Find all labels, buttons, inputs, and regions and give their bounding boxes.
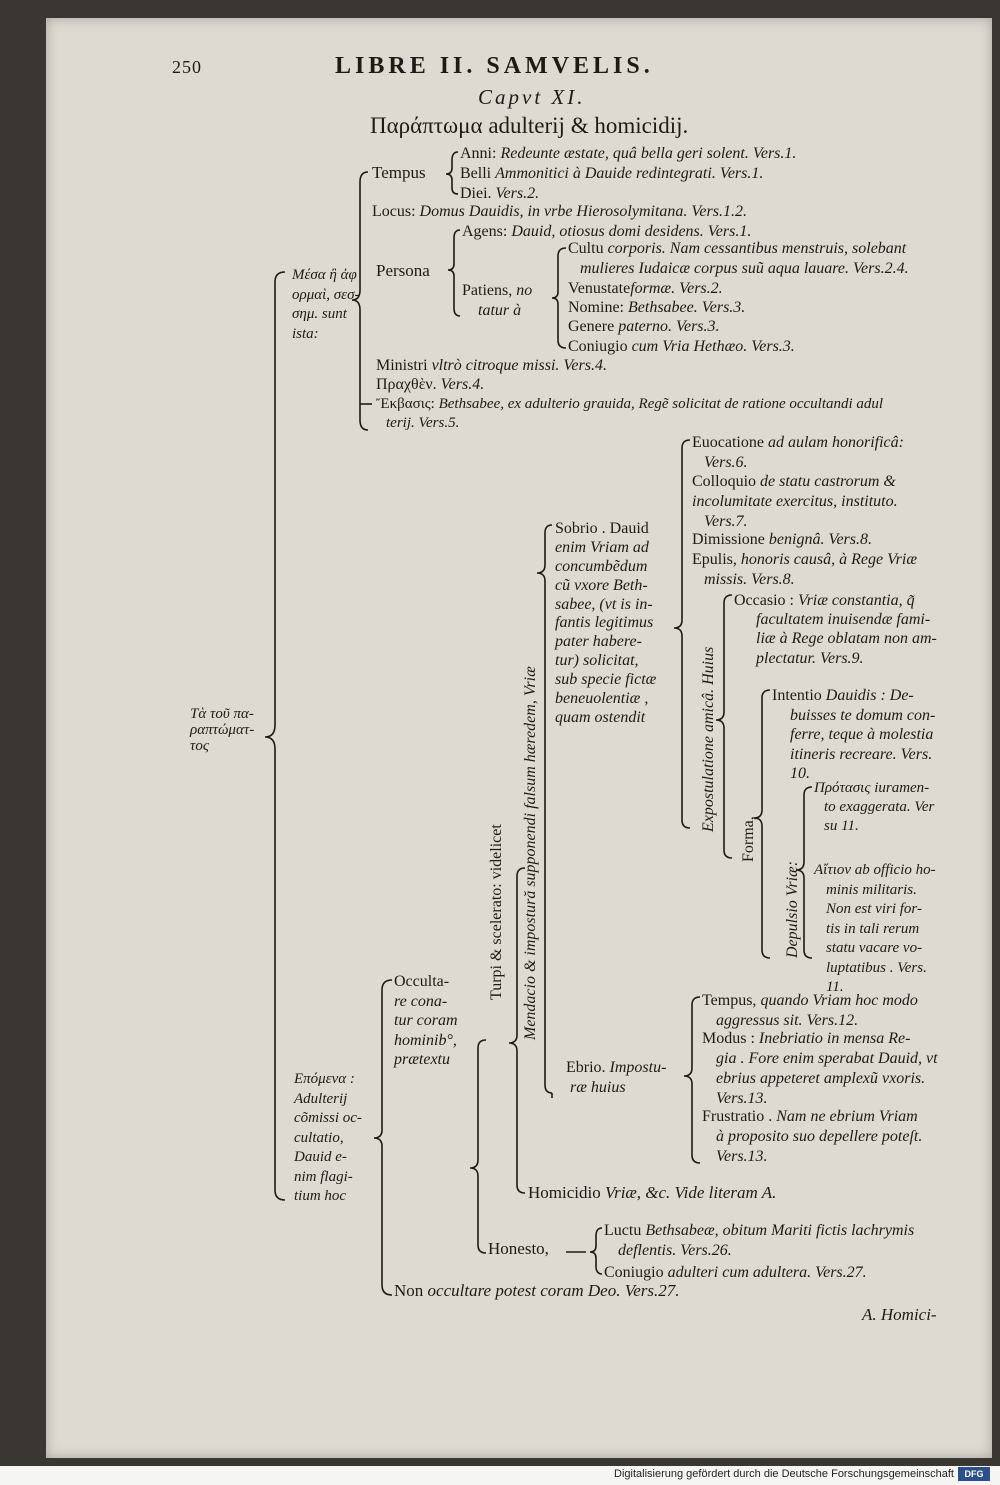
ebrio-item: gia . Fore enim sperabat Dauid, vt [716, 1050, 938, 1067]
footer-credit: Digitalisierung gefördert durch die Deut… [614, 1468, 954, 1480]
honesto-item: deflentis. Vers.26. [618, 1242, 732, 1259]
patiens-item: Venustateformæ. Vers.2. [568, 280, 723, 297]
honesto-item: Coniugio adulteri cum adultera. Vers.27. [604, 1264, 867, 1281]
sobrio-item: Dimissione benignâ. Vers.8. [692, 531, 872, 548]
homicidio-line: Homicidio Vriæ, &c. Vide literam A. [528, 1183, 777, 1202]
patiens-item: Nomine: Bethsabee. Vers.3. [568, 299, 746, 316]
page-number: 250 [172, 57, 202, 77]
running-head: LIBRE II. SAMVELIS. [335, 53, 654, 79]
patiens-label-2: tatur à [478, 302, 522, 319]
non-occultare-line: Non occultare potest coram Deo. Vers.27. [394, 1281, 680, 1300]
depulsio-b-block: Αἴτιον ab officio ho- minis militaris. N… [814, 862, 936, 995]
exitus-line-2: terij. Vers.5. [386, 415, 460, 431]
ebrio-item: Tempus, quando Vriam hoc modo [702, 992, 918, 1009]
tempus-label: Tempus [372, 163, 426, 182]
sobrio-item: Vers.7. [704, 513, 748, 530]
ebrio-item: Modus : Inebriatio in mensa Re- [702, 1030, 911, 1047]
root-node: Τὰ τοῦ πα-ραπτώματ-τος [190, 706, 255, 755]
agens-line: Agens: Dauid, otiosus domi desidens. Ver… [462, 223, 752, 240]
sobrio-item: missis. Vers.8. [704, 571, 795, 588]
sobrio-item: Euocatione ad aulam honorificâ: [692, 434, 904, 451]
footer-bar [0, 1466, 1000, 1485]
intentio-block: Intentio Dauidis : De- buisses te domum … [772, 687, 936, 783]
depulsio-label: Depulsio Vriæ: [784, 860, 801, 958]
catchword: A. Homici- [862, 1305, 937, 1324]
peccatum-line: Πραχθὲν. Vers.4. [376, 376, 485, 393]
honesto-label: Honesto, [488, 1239, 549, 1258]
expostulatione-label: Expostulatione amicâ. Huius [700, 646, 717, 832]
chapter-heading: Capvt XI. [478, 85, 586, 109]
patiens-item-cont: mulieres Iudaicæ corpus suũ aqua lauare.… [580, 260, 909, 277]
mendacio-label: Mendacio & impostură supponendi falsum h… [522, 666, 539, 1040]
tempus-item: Anni: Redeunte æstate, quâ bella geri so… [460, 145, 797, 162]
ebrio-item: aggressus sit. Vers.12. [716, 1012, 859, 1029]
sobrio-item: incolumitate exercitus, instituto. [692, 493, 898, 510]
sobrio-item: Colloquio de statu castrorum & [692, 473, 896, 490]
ebrio-item: ebrius appeteret amplexũ vxoris. [716, 1070, 926, 1087]
persona-label: Persona [376, 261, 430, 280]
ebrio-item: Vers.13. [716, 1148, 768, 1165]
sobrio-item: Epulis, honoris causâ, à Rege Vriæ [692, 551, 918, 568]
sobrio-item: Vers.6. [704, 454, 748, 471]
ebrio-label: Ebrio. Impostu- ræ huius [566, 1059, 667, 1096]
patiens-label: Patiens, no [462, 282, 533, 299]
page-title: Παράπτωμα adulterij & homicidij. [370, 113, 689, 138]
depulsio-a-block: Πρότασις iuramen- to exaggerata. Ver su … [814, 780, 935, 835]
exitus-line: Ἔκβασις: Bethsabee, ex adulterio grauida… [376, 396, 884, 412]
tempus-item: Belli Ammonitici à Dauide redintegrati. … [460, 165, 764, 182]
turpi-label: Turpi & scelerato: videlicet [488, 824, 505, 1000]
dfg-logo: DFG [958, 1467, 990, 1481]
honesto-item: Luctu Bethsabeæ, obitum Mariti fictis la… [604, 1222, 915, 1239]
patiens-item: Cultu corporis. Nam cessantibus menstrui… [568, 240, 907, 257]
locus-line: Locus: Domus Dauidis, in vrbe Hierosolym… [372, 203, 747, 220]
tempus-item: Diei. Vers.2. [460, 185, 540, 202]
patiens-item: Coniugio cum Vria Hethæo. Vers.3. [568, 338, 795, 355]
ebrio-item: Frustratio . Nam ne ebrium Vriam [702, 1108, 918, 1125]
ebrio-item: Vers.13. [716, 1090, 768, 1107]
book-page [46, 18, 992, 1458]
patiens-item: Genere paterno. Vers.3. [568, 318, 720, 335]
occasio-block: Occasio : Vriæ constantia, q̃ facultatem… [734, 592, 937, 667]
forma-label: Forma, [740, 816, 757, 862]
ebrio-item: à proposito suo depellere poteſt. [716, 1128, 923, 1145]
ministri-line: Ministri vltrò citroque missi. Vers.4. [376, 357, 607, 374]
